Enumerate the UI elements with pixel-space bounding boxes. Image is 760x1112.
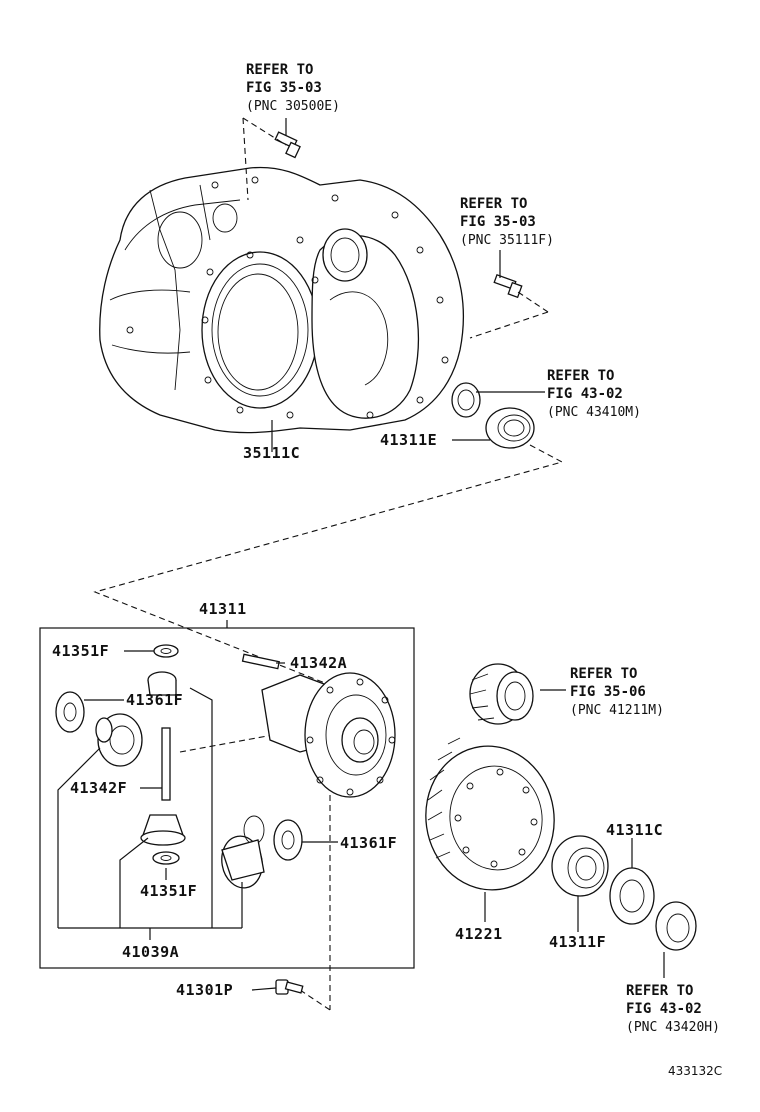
ref-note-1-line3: (PNC 30500E) — [246, 99, 340, 114]
ref-note-5-line1: REFER TO — [626, 983, 693, 999]
ref-note-3-line1: REFER TO — [547, 368, 614, 384]
part-label-41311F: 41311F — [549, 933, 606, 951]
part-label-41351F-bottom: 41351F — [140, 882, 197, 900]
shim-41311C-drawing — [609, 867, 655, 925]
ref-note-4-line2: FIG 35-06 — [570, 684, 646, 700]
transaxle-housing-drawing — [99, 166, 464, 434]
ref-note-4-line3: (PNC 41211M) — [570, 703, 664, 718]
part-label-41361F-right: 41361F — [340, 834, 397, 852]
washer-41351F-bottom-drawing — [152, 851, 180, 865]
bolt-41301P-drawing — [275, 979, 304, 995]
part-label-41342A: 41342A — [290, 654, 347, 672]
part-label-41039A: 41039A — [122, 943, 179, 961]
part-label-41311E: 41311E — [380, 431, 437, 449]
differential-case-drawing — [261, 672, 396, 798]
bearing-41311E-drawing — [485, 407, 535, 449]
ref-note-4-line1: REFER TO — [570, 666, 637, 682]
group-bracket-lines — [57, 620, 243, 940]
part-label-41351F-top: 41351F — [52, 642, 109, 660]
ref-note-5-line2: FIG 43-02 — [626, 1001, 702, 1017]
ref-note-2-line2: FIG 35-03 — [460, 214, 536, 230]
washer-41351F-top-drawing — [153, 644, 179, 658]
ref-note-1-line2: FIG 35-03 — [246, 80, 322, 96]
part-label-41221: 41221 — [455, 925, 503, 943]
ref-note-5: REFER TO FIG 43-02 (PNC 43420H) — [626, 983, 720, 1035]
ref-note-2-line3: (PNC 35111F) — [460, 233, 554, 248]
ring-gear-41221-drawing — [425, 737, 555, 891]
part-label-41311: 41311 — [199, 600, 247, 618]
housing-bolt-2-drawing — [493, 273, 523, 299]
pinion-gear-right-drawing — [221, 815, 265, 889]
pinion-shaft-41342F-drawing — [161, 727, 171, 801]
ref-note-2-line1: REFER TO — [460, 196, 527, 212]
ref-note-3: REFER TO FIG 43-02 (PNC 43410M) — [547, 368, 641, 420]
pinion-gear-left-drawing — [95, 713, 143, 767]
ref-note-1: REFER TO FIG 35-03 (PNC 30500E) — [246, 62, 340, 114]
ref-note-4: REFER TO FIG 35-06 (PNC 41211M) — [570, 666, 664, 718]
pinion-shaft-pin-41342A-drawing — [241, 653, 281, 670]
washer-41361F-left-drawing — [55, 691, 85, 733]
oil-seal-drawing — [451, 382, 481, 418]
ref-note-5-line3: (PNC 43420H) — [626, 1020, 720, 1035]
ref-note-3-line3: (PNC 43410M) — [547, 405, 641, 420]
ref-note-1-line1: REFER TO — [246, 62, 313, 78]
housing-bolt-1-drawing — [274, 131, 301, 159]
ref-note-3-line2: FIG 43-02 — [547, 386, 623, 402]
washer-41361F-right-drawing — [273, 819, 303, 861]
part-label-41311C: 41311C — [606, 821, 663, 839]
side-gear-bottom-drawing — [140, 814, 186, 846]
bearing-outer-race-drawing — [655, 901, 697, 951]
ref-note-2: REFER TO FIG 35-03 (PNC 35111F) — [460, 196, 554, 248]
part-label-41361F-left: 41361F — [126, 691, 183, 709]
bearing-41311F-drawing — [551, 835, 609, 897]
part-label-41342F: 41342F — [70, 779, 127, 797]
part-label-41301P: 41301P — [176, 981, 233, 999]
figure-id: 433132C — [668, 1064, 722, 1078]
part-label-35111C: 35111C — [243, 444, 300, 462]
drive-pinion-drawing — [469, 663, 534, 725]
side-gear-top-drawing — [147, 671, 177, 696]
label-leaders — [84, 118, 665, 991]
